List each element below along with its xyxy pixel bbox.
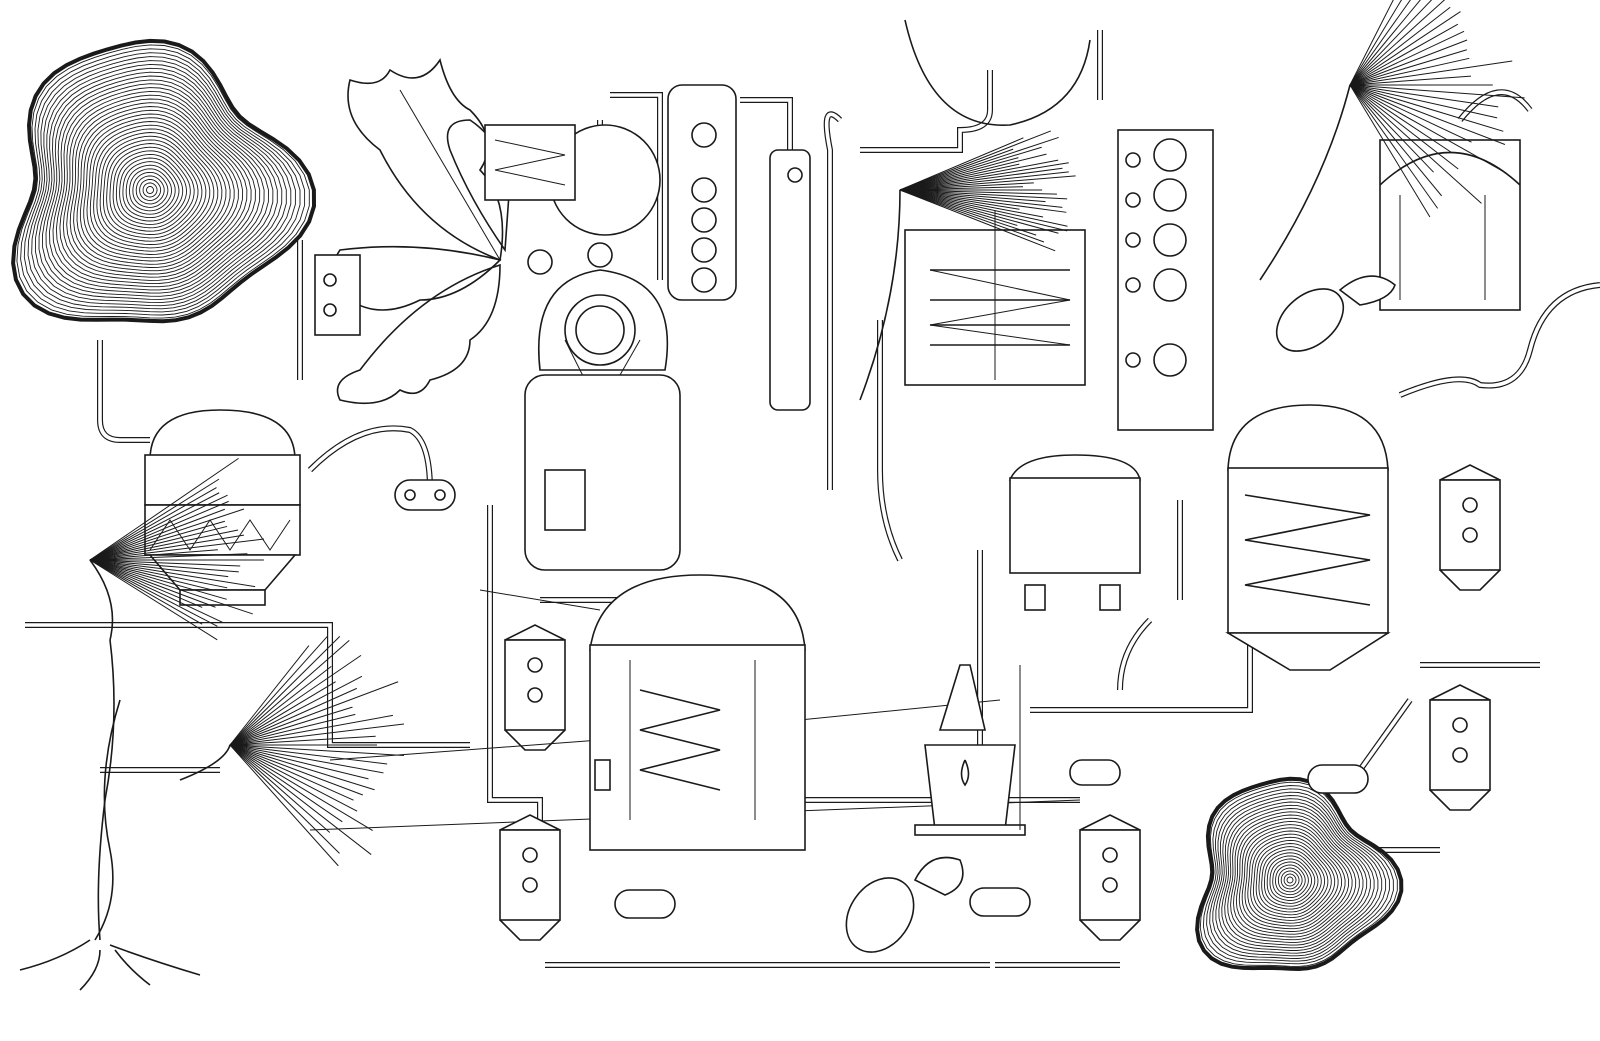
tree-ring-cross-section xyxy=(13,41,314,321)
flask-burner xyxy=(915,665,1025,835)
barley-awn xyxy=(900,190,1036,235)
column-body xyxy=(500,830,560,920)
tree-ring-cross-section xyxy=(1197,779,1401,969)
column-cone xyxy=(1440,570,1500,590)
barley-awn xyxy=(900,137,1059,190)
barley-awn xyxy=(230,745,338,866)
column-cap xyxy=(1080,815,1140,830)
column-cone xyxy=(500,920,560,940)
barley-awn xyxy=(1350,0,1445,85)
barley-awn xyxy=(230,745,340,853)
barley-awn xyxy=(230,636,340,745)
column-cone xyxy=(1430,790,1490,810)
tree-ring xyxy=(13,41,314,321)
barley-awn xyxy=(1350,85,1503,131)
coil-tank-right xyxy=(905,20,1213,430)
barley-awn xyxy=(900,190,1067,231)
column-cone xyxy=(1080,920,1140,940)
main-pot-still xyxy=(485,85,810,570)
column-cap xyxy=(1440,465,1500,480)
barley-awn xyxy=(900,190,1068,226)
barley-awn xyxy=(230,636,328,745)
column-body xyxy=(1430,700,1490,790)
small-kettle xyxy=(1010,455,1140,610)
barley-stem xyxy=(1260,85,1350,280)
oak-leaves xyxy=(332,60,510,403)
barley-stem xyxy=(180,745,230,780)
barley-awn xyxy=(1350,12,1460,85)
column-body xyxy=(505,640,565,730)
barley-awn xyxy=(230,714,355,745)
column-body xyxy=(1080,830,1140,920)
barley-awn xyxy=(900,131,1051,190)
column-body xyxy=(1440,480,1500,570)
barley-awn xyxy=(230,745,354,800)
barley-awn xyxy=(230,666,331,745)
barley-awn xyxy=(230,745,368,779)
coil-still-center xyxy=(590,575,805,850)
barley-awn xyxy=(230,745,363,795)
plant-roots xyxy=(20,640,200,990)
column-cone xyxy=(505,730,565,750)
column-cap xyxy=(1430,685,1490,700)
barley-awn xyxy=(1350,24,1458,85)
column-cap xyxy=(505,625,565,640)
barley-awn xyxy=(230,745,371,855)
barley-awn xyxy=(230,688,357,745)
